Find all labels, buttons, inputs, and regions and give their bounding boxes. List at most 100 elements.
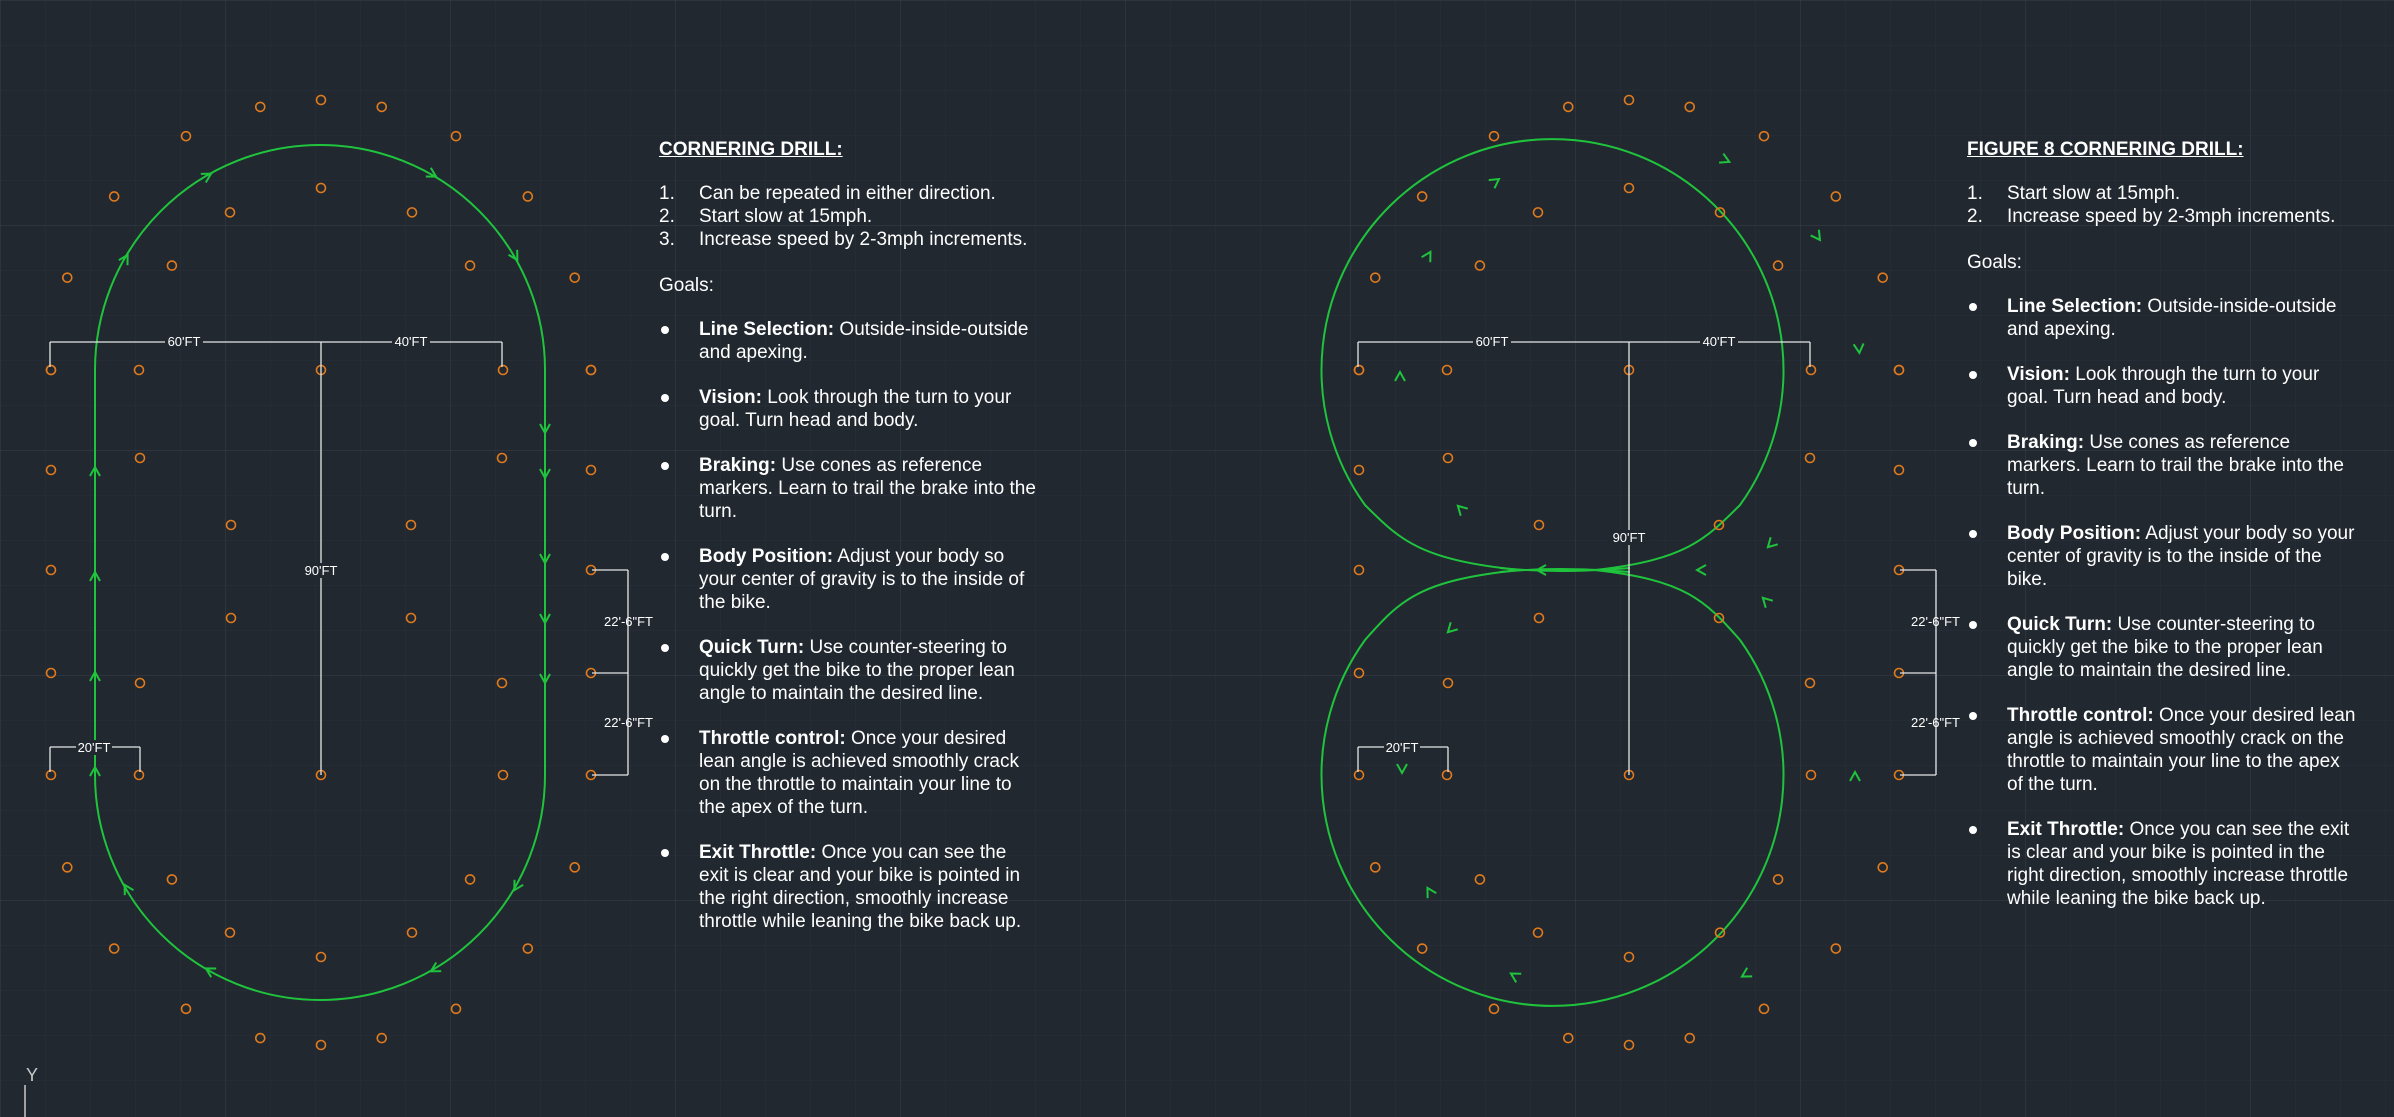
direction-arrow [118,253,129,266]
cone-marker [61,272,73,283]
cone-marker [225,612,237,624]
cone-marker [1713,612,1725,624]
goal-item: Braking: Use cones as reference markers.… [1967,431,2359,500]
direction-arrow [1740,967,1753,978]
cone-marker [134,677,146,689]
cone-marker [224,207,236,218]
goal-item: Line Selection: Outside-inside-outside a… [1967,295,2359,341]
cone-marker [1623,951,1635,963]
direction-arrow [539,423,551,436]
dim-width-left-fig8: 60'FT [1476,334,1509,349]
cone-marker [1714,927,1726,938]
cone-marker [1441,769,1453,781]
figure8-crossing [1499,567,1631,573]
cone-marker [1830,191,1842,202]
cone-marker [1713,519,1725,531]
direction-arrow [204,967,217,978]
cone-marker [1684,101,1696,113]
oval-drill-instructions: CORNERING DRILL: 1.Can be repeated in ei… [659,138,1039,955]
oval-direction-arrows [89,167,551,978]
goal-item: Vision: Look through the turn to your go… [659,386,1039,432]
cone-marker [1893,364,1905,376]
cone-marker [1353,667,1365,679]
cone-marker [133,364,145,376]
cone-marker [315,1039,327,1051]
cone-marker [1758,1003,1770,1015]
cone-marker [1474,874,1486,885]
oval-drill-title: CORNERING DRILL: [659,139,843,160]
cone-marker [133,769,145,781]
cone-marker [1805,364,1817,376]
bullet-icon [1969,530,1977,538]
dim-width-right-fig8: 40'FT [1703,334,1736,349]
cone-marker [1562,1032,1574,1044]
direction-arrow [1694,564,1707,576]
cone-marker [224,927,236,938]
direction-arrow [123,883,134,896]
bullet-icon [661,462,669,470]
cone-marker [1441,364,1453,376]
cone-marker [1758,130,1770,142]
cone-marker [497,364,509,376]
direction-arrow [508,249,519,262]
cone-marker [464,874,476,885]
cone-marker [585,464,597,476]
cone-marker [450,130,462,142]
cone-marker [1830,943,1842,954]
step-item: 1.Start slow at 15mph. [1967,183,2181,204]
direction-arrow [1852,343,1865,355]
oval-path [94,144,546,1001]
dim-spacing-lower: 22'-6"FT [604,715,653,730]
direction-arrow [89,669,101,682]
oval-drill-goals: Line Selection: Outside-inside-outside a… [659,318,1039,933]
direction-arrow [539,613,551,626]
cone-marker [1684,1032,1696,1044]
goal-item: Quick Turn: Use counter-steering to quic… [659,636,1039,705]
cone-marker [108,191,120,202]
direction-arrow [200,172,213,183]
figure8-dimension-labels: 60'FT 40'FT 90'FT 22'-6"FT 22'-6"FT 20'F… [1384,334,1960,755]
cone-marker [1804,452,1816,464]
cone-marker [1474,260,1486,271]
bullet-icon [1969,826,1977,834]
cone-marker [1416,943,1428,954]
bullet-icon [661,394,669,402]
direction-arrow [513,879,524,892]
cone-marker [1416,191,1428,202]
cone-marker [1353,769,1365,781]
step-item: 3.Increase speed by 2-3mph increments. [659,229,1028,250]
direction-arrow [1396,763,1408,776]
cone-marker [1442,677,1454,689]
dim-offset: 20'FT [78,740,111,755]
dim-length-fig8: 90'FT [1613,530,1646,545]
direction-arrow [1446,621,1459,634]
dim-spacing-upper: 22'-6"FT [604,614,653,629]
cone-marker [405,519,417,531]
cone-marker [405,612,417,624]
goal-item: Quick Turn: Use counter-steering to quic… [1967,613,2359,682]
goal-item: Throttle control: Once your desired lean… [1967,704,2359,796]
bullet-icon [661,849,669,857]
bullet-icon [661,644,669,652]
cone-marker [450,1003,462,1015]
goal-item: Body Position: Adjust your body so your … [1967,522,2359,591]
cone-marker [376,1032,388,1044]
cone-marker [376,101,388,113]
cone-marker [108,943,120,954]
direction-arrow [1766,536,1779,549]
goal-item: Braking: Use cones as reference markers.… [659,454,1039,523]
cone-marker [1533,612,1545,624]
cone-marker [1369,862,1381,873]
cone-marker [585,364,597,376]
goals-label: Goals: [659,275,714,296]
cone-marker [522,943,534,954]
direction-arrow [1849,769,1861,782]
cone-marker [225,519,237,531]
cone-marker [166,260,178,271]
bullet-icon [1969,712,1977,720]
figure8-drill-instructions: FIGURE 8 CORNERING DRILL: 1.Start slow a… [1967,138,2359,932]
goal-item: Throttle control: Once your desired lean… [659,727,1039,819]
ucs-y-label: Y [26,1065,38,1085]
